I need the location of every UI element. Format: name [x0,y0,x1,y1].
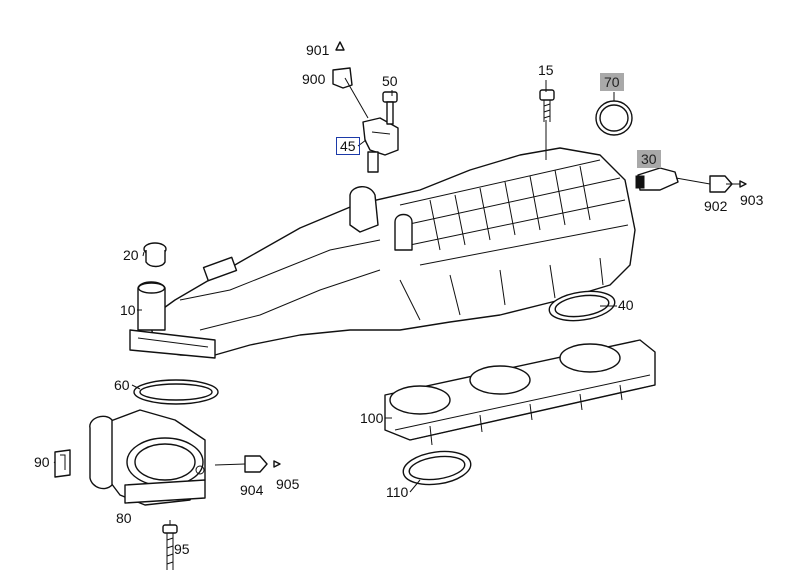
bolt-95 [162,524,178,570]
intake-flange [129,281,216,359]
gasket-110 [402,450,472,486]
plug-20 [143,242,167,268]
pin-903 [739,180,747,188]
intake-manifold [149,147,636,356]
label-95: 95 [174,541,190,557]
label-80: 80 [116,510,132,526]
leader-lines [53,77,740,525]
pin-905 [273,460,281,468]
label-100: 100 [360,410,384,426]
label-45: 45 [336,137,360,155]
gasket-40 [548,290,616,322]
label-902: 902 [704,198,728,214]
label-30: 30 [637,150,661,168]
bolt-50 [382,91,398,125]
label-903: 903 [740,192,764,208]
bolt-15 [539,89,555,122]
gasket-60 [133,379,219,405]
label-110: 110 [386,484,409,500]
label-20: 20 [123,247,139,263]
label-904: 904 [240,482,264,498]
label-50: 50 [382,73,398,89]
oring-70 [595,100,633,136]
label-900: 900 [302,71,326,87]
connector-902 [709,175,733,193]
clip-90 [54,449,71,478]
throttle-body-80 [89,409,206,506]
label-70: 70 [600,73,624,91]
sensor-30 [635,167,679,191]
label-10: 10 [120,302,136,318]
label-905: 905 [276,476,300,492]
label-40: 40 [618,297,634,313]
sensor-45 [362,117,399,173]
label-901: 901 [306,42,330,58]
pin-901 [335,41,345,51]
connector-900 [332,67,353,89]
label-15: 15 [538,62,554,78]
lower-manifold-100 [384,339,656,446]
connector-904 [244,455,268,473]
label-90: 90 [34,454,50,470]
label-60: 60 [114,377,130,393]
